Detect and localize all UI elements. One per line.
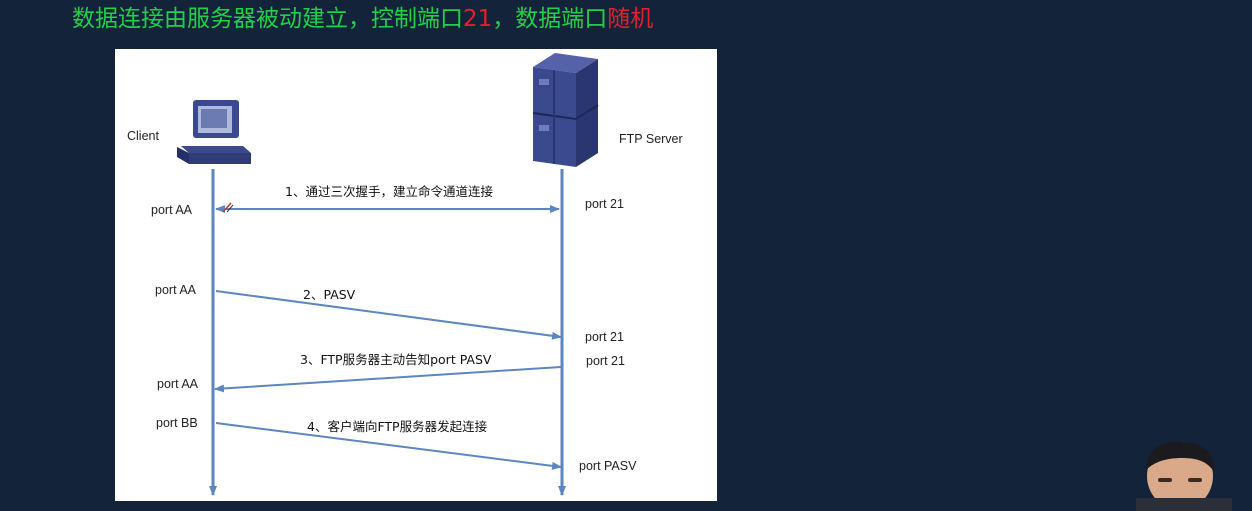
left-port-1: port AA [151, 203, 193, 217]
message-1: 1、通过三次握手，建立命令通道连接 [285, 184, 493, 199]
arrow-data-connect [215, 422, 562, 470]
server-icon [532, 53, 599, 167]
right-port-1: port 21 [585, 197, 624, 211]
message-3: 3、FTP服务器主动告知port PASV [300, 352, 492, 367]
right-port-2: port 21 [585, 330, 624, 344]
right-port-3: port 21 [586, 354, 625, 368]
title-part1: 数据连接由服务器被动建立，控制端口 [72, 6, 463, 32]
diagram-panel: Client FTP Server 1、通过三次握手，建立命令通道连接 2、PA… [115, 49, 717, 501]
left-port-2: port AA [155, 283, 197, 297]
client-label: Client [127, 129, 159, 143]
right-port-4: port PASV [579, 459, 637, 473]
title-random: 随机 [607, 6, 654, 32]
arrow-pasv [215, 290, 562, 340]
computer-icon [177, 100, 251, 164]
title-control-port: 21 [463, 6, 493, 32]
presenter-video [1128, 440, 1238, 511]
title-part2: ，数据端口 [492, 6, 608, 32]
left-port-3: port AA [157, 377, 199, 391]
server-label: FTP Server [619, 132, 683, 146]
ftp-passive-diagram: Client FTP Server 1、通过三次握手，建立命令通道连接 2、PA… [127, 53, 683, 496]
arrow-port-reply [214, 366, 562, 393]
slide-title: 数据连接由服务器被动建立，控制端口21，数据端口随机 [72, 4, 653, 34]
pen-cursor-icon [222, 202, 234, 213]
message-2: 2、PASV [303, 287, 356, 302]
message-4: 4、客户端向FTP服务器发起连接 [307, 419, 488, 434]
left-port-4: port BB [156, 416, 198, 430]
